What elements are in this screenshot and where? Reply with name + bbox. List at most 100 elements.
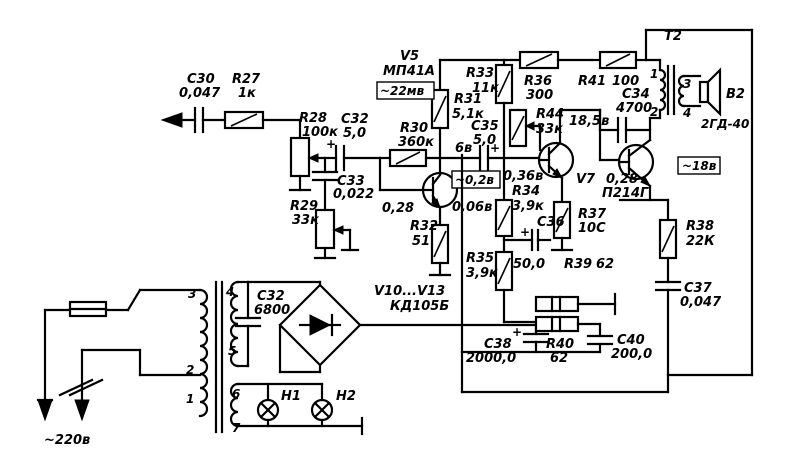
out-signal-box [677,156,721,175]
v7-base-voltage: 0,28 [606,172,638,187]
t1-pin-1: 1 [186,392,194,406]
r31-ref: R31 [454,92,482,107]
mains-label: ~220в [44,433,90,448]
r35-value: 3,9к [466,266,499,281]
c37-value: 0,047 [680,295,722,310]
c32b-value: 6800 [254,303,290,318]
h1-ref: H1 [281,389,301,404]
h2-ref: H2 [336,389,356,404]
capacitor-c35 [478,144,506,172]
c36-value: 50,0 [513,257,545,272]
lamp-h2 [310,382,334,428]
t2-pin-1: 1 [650,67,658,81]
resistor-r27 [223,110,302,130]
capacitor-c34 [616,116,652,144]
capacitor-c40 [586,334,614,354]
r27-ref: R27 [232,72,261,87]
capacitor-c32-psu [234,316,262,366]
c40-value: 200,0 [611,347,652,362]
r39-value: 62 [596,257,614,272]
r36-ref: R36 [524,74,552,89]
output-stage: R33 11к R36 300 R44 33к [466,28,754,377]
r29-ref: R29 [290,199,318,214]
r38-value: 22К [686,234,716,249]
speaker-b2 [682,67,722,117]
c37-ref: C37 [684,281,713,296]
r37-ref: R37 [578,207,607,222]
resistor-r36 [518,50,594,70]
c32b-ref: C32 [257,289,285,304]
v5-value: МП41А [383,64,435,79]
bridge-ref: V10...V13 [374,284,445,299]
v7-value: П214Г [602,186,649,201]
t2-pin-2: 2 [650,105,658,119]
r33-value: 11к [472,81,500,96]
c36-ref: C36 [537,215,565,230]
r41-value: 100 [612,74,639,89]
r34-ref: R34 [512,184,540,199]
r40-ref: R40 [546,337,574,352]
r41-ref: R41 [578,74,606,89]
resistor-r38 [658,218,678,284]
transformer-t1 [198,280,240,434]
input-section: C30 0,047 R27 1к R28 100к + C32 5,0 [160,72,382,260]
r44-value: 33к [536,122,564,137]
t2-ref: T2 [664,29,682,44]
t2-pin-3: 3 [683,77,691,91]
resistor-r35 [494,250,514,324]
resistor-r30 [378,148,442,168]
capacitor-bank-bottom [534,315,602,333]
r27-value: 1к [238,86,257,101]
r30-value: 360к [398,135,435,150]
r32-value: 51 [412,234,430,249]
signal-output-arrow [160,112,183,128]
r33-ref: R33 [466,66,494,81]
mains-transformer-section: ~220в 3 2 1 4 5 6 7 H1 [36,280,364,448]
c34-value: 4700 [615,101,652,116]
b2-ref: B2 [726,87,745,102]
r36-value: 300 [526,88,553,103]
v5-signal-box [376,81,435,100]
t1-pin-3: 3 [188,287,196,301]
transistor-v7 [617,138,655,188]
potentiometer-r28 [288,136,327,192]
r35-ref: R35 [466,251,494,266]
r29-value: 33к [292,213,320,228]
bridge-value: КД105Б [390,299,449,314]
r38-ref: R38 [686,219,714,234]
c35-plus: + [490,141,500,155]
v7-ref: V7 [576,172,596,187]
c33-value: 0,022 [333,187,374,202]
capacitor-c36 [530,228,552,252]
v5-signal-reading: ~22мв [380,84,425,98]
c35-ref: C35 [471,119,499,134]
transistor-driver [537,141,575,180]
capacitor-c30 [193,106,227,134]
resistor-r37 [550,200,574,252]
resistor-r41 [598,50,648,70]
trimmer-r44 [508,108,542,152]
c34-ref: C34 [622,87,650,102]
lamp-h1 [256,382,280,428]
r28-value: 100к [302,125,339,140]
resistor-r31 [430,88,450,177]
transistor-v5 [421,171,459,210]
b2-value: 2ГД-40 [701,117,749,131]
mid-signal-reading: ~0,2в [455,173,494,187]
v7-collector-voltage: 18,5в [569,114,609,129]
resistor-r32 [428,223,452,277]
diode-bridge [278,283,362,367]
mains-switch [58,348,202,402]
t1-pin-5: 5 [228,344,236,358]
r32-ref: R32 [410,219,438,234]
v5-base-voltage: 0,28 [382,201,414,216]
resistor-r34 [494,198,514,238]
r40-value: 62 [550,351,568,366]
c38-ref: C38 [484,337,512,352]
c30-ref: C30 [187,72,215,87]
t1-pin-2: 2 [186,363,194,377]
r31-value: 5,1к [452,107,485,122]
mid-signal-box [451,170,501,189]
c38-plus: + [512,325,522,339]
